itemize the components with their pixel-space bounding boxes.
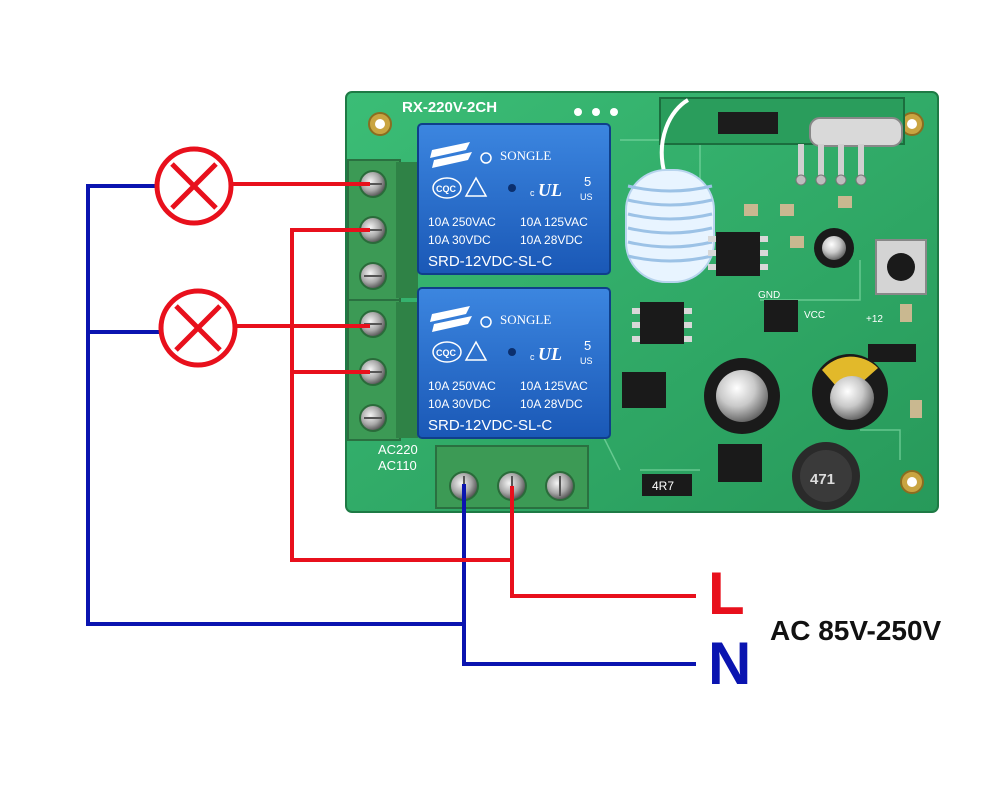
relay-rating: 10A 30VDC [428, 397, 491, 411]
ul-mark-icon: UL [538, 180, 562, 200]
ul-number: 5 [584, 338, 591, 353]
neutral-wires [86, 184, 696, 666]
ic-chip [622, 372, 666, 408]
ul-c: c [530, 352, 535, 362]
relay-indicator [508, 184, 516, 192]
ul-suffix: US [580, 356, 593, 366]
relay-rating: 10A 250VAC [428, 379, 496, 393]
transistor [764, 300, 798, 332]
songle-logo-icon [430, 142, 472, 168]
board-model-label: RX-220V-2CH [402, 99, 497, 116]
relay-rating: 10A 250VAC [428, 215, 496, 229]
capacitors: 471 [704, 228, 888, 510]
silk-ac220: AC220 [378, 442, 418, 457]
relay-rating: 10A 30VDC [428, 233, 491, 247]
pair-button-cap [887, 253, 915, 281]
antenna-coil [625, 98, 715, 283]
relay-part-number: SRD-12VDC-SL-C [428, 253, 552, 270]
line-label: L [708, 560, 745, 627]
relay-brand: SONGLE [500, 312, 551, 327]
neutral-wire-terminal [462, 484, 696, 666]
relay-brand: SONGLE [500, 148, 551, 163]
ic-chip [640, 302, 684, 344]
ul-mark-icon: UL [538, 344, 562, 364]
crystal [809, 117, 903, 147]
cqc-mark-icon: CQC [432, 341, 462, 363]
relay-rating: 10A 28VDC [520, 397, 583, 411]
resistor-code: 4R7 [652, 479, 674, 493]
relay-indicator [508, 348, 516, 356]
ul-c: c [530, 188, 535, 198]
triangle-mark-icon [464, 176, 488, 197]
neutral-wire-main [86, 184, 464, 626]
relay-rating: 10A 125VAC [520, 379, 588, 393]
relay-rating: 10A 125VAC [520, 215, 588, 229]
live-wires [232, 182, 696, 598]
ic-chip [716, 232, 760, 276]
songle-logo-icon [430, 306, 472, 332]
rf-module [659, 97, 905, 186]
rf-chip [718, 112, 778, 134]
resistor [642, 474, 692, 496]
silk-gnd: GND [758, 290, 780, 301]
lamp-icon [154, 146, 234, 226]
diode [868, 344, 916, 362]
silk-plus12: +12 [866, 314, 883, 325]
cqc-mark-icon: CQC [432, 177, 462, 199]
voltage-label: AC 85V-250V [770, 615, 942, 646]
silk-vcc: VCC [804, 310, 825, 321]
ul-suffix: US [580, 192, 593, 202]
relay-rating: 10A 28VDC [520, 233, 583, 247]
ic-components: 4R7 GND VCC +12 [622, 196, 927, 496]
ul-number: 5 [584, 174, 591, 189]
neutral-label: N [708, 630, 751, 697]
lamp-icon [158, 288, 238, 368]
triangle-mark-icon [464, 340, 488, 361]
live-wire-supply [510, 486, 696, 598]
live-wire-common [290, 228, 512, 562]
relay-part-number: SRD-12VDC-SL-C [428, 417, 552, 434]
relay-2: SONGLE CQC c UL 5 US 10A 250VAC 10A 125V… [417, 287, 611, 439]
ic-chip [718, 444, 762, 482]
inductor-code: 471 [810, 471, 835, 488]
relay-1: SONGLE CQC c UL 5 US 10A 250VAC 10A 125V… [417, 123, 611, 275]
silk-ac110: AC110 [378, 458, 417, 473]
svg-text:CQC: CQC [436, 184, 457, 194]
svg-text:CQC: CQC [436, 348, 457, 358]
